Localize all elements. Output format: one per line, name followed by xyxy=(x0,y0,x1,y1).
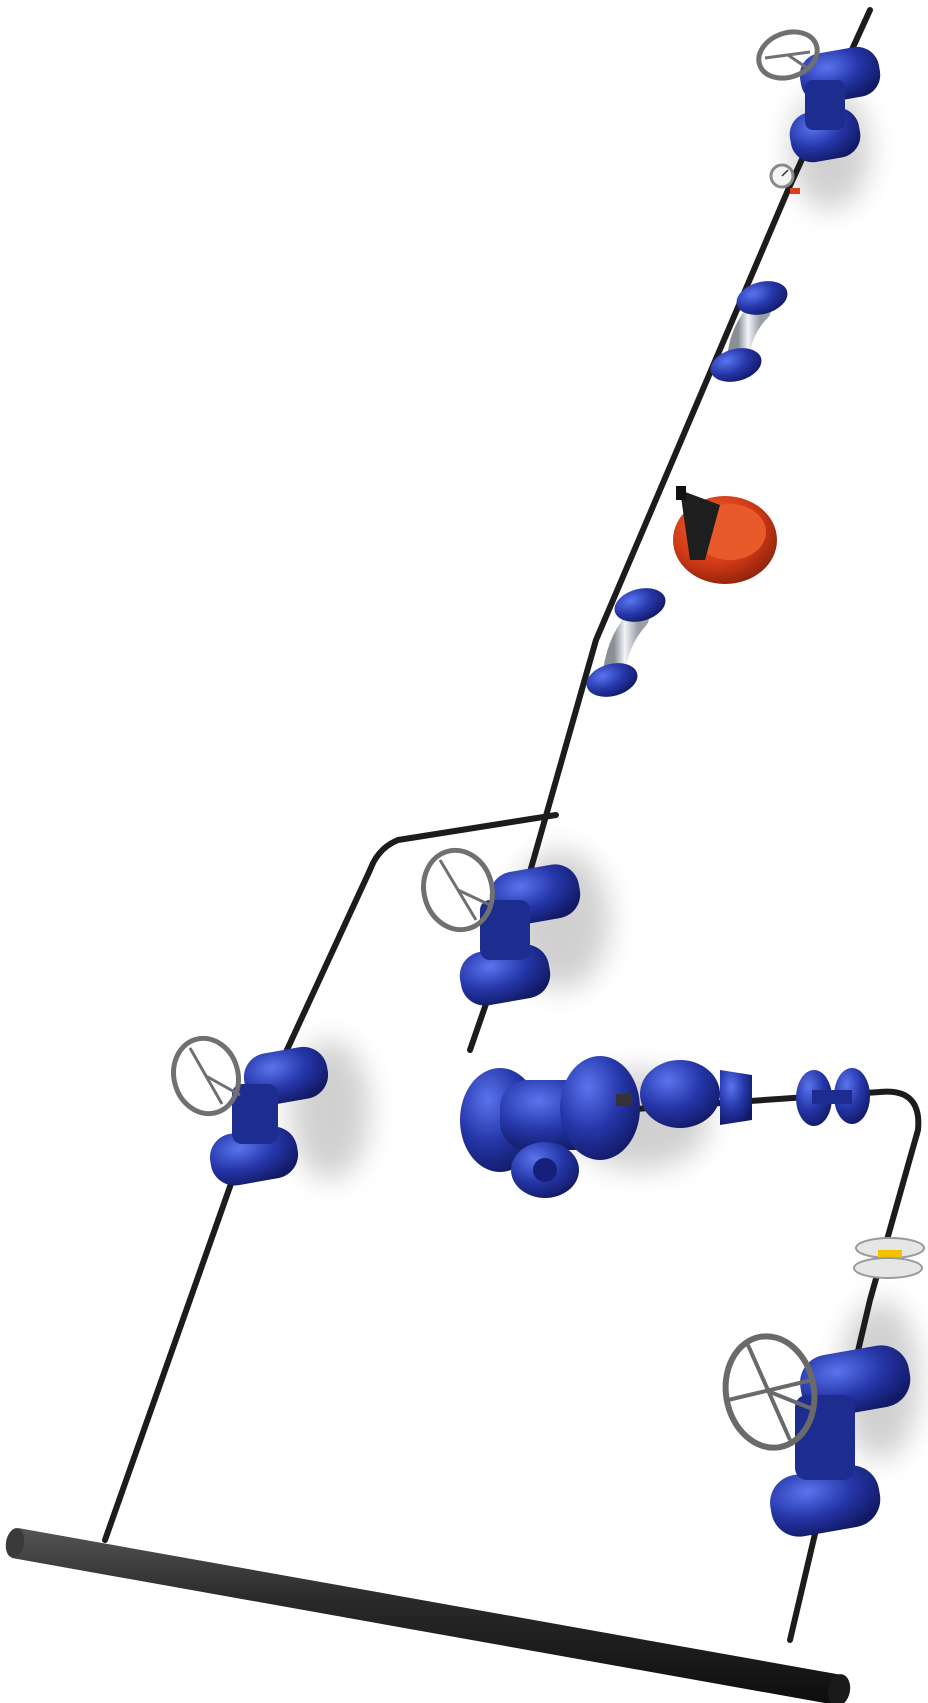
handwheel-icon xyxy=(756,29,820,81)
handwheel-icon xyxy=(421,847,495,933)
check-valve-flanges xyxy=(796,1068,870,1126)
separator-cyclone xyxy=(673,486,777,584)
shadows xyxy=(290,90,920,1460)
top-globe-valve xyxy=(756,29,881,163)
pressure-gauge xyxy=(769,163,800,194)
y-strainer xyxy=(460,1056,640,1198)
sight-glass xyxy=(853,1237,925,1279)
lower-flexible-hose xyxy=(586,588,666,697)
main-header-pipe xyxy=(5,1528,851,1703)
bottom-globe-valve xyxy=(722,1333,911,1537)
steam-trap xyxy=(616,1060,752,1128)
handwheel-icon xyxy=(171,1035,241,1117)
upper-flexible-hose xyxy=(710,281,788,382)
pipe-network xyxy=(102,7,922,1643)
bypass-globe-valve xyxy=(171,1035,329,1186)
middle-globe-valve xyxy=(421,847,581,1006)
handwheel-icon xyxy=(722,1333,818,1451)
